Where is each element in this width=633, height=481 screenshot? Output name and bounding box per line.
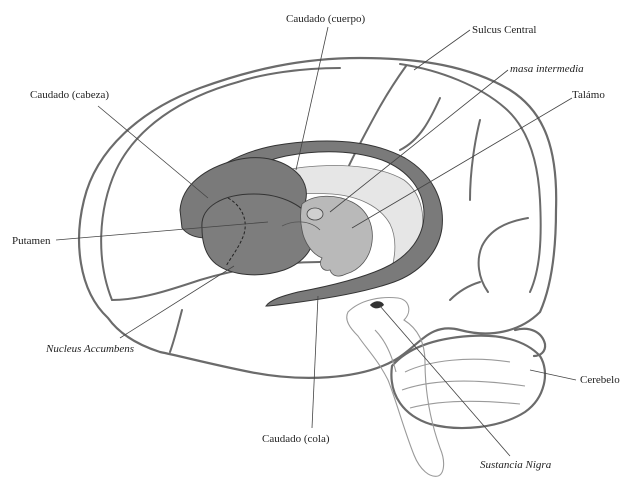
label-putamen: Putamen — [12, 235, 51, 247]
putamen-shape — [202, 194, 315, 275]
label-caudado-cabeza: Caudado (cabeza) — [30, 89, 109, 101]
label-sustancia-nigra: Sustancia Nigra — [480, 459, 552, 471]
label-masa-intermedia: masa intermedia — [510, 63, 584, 75]
label-cerebelo: Cerebelo — [580, 374, 620, 386]
thalamus-shape — [301, 196, 373, 276]
masa-intermedia-shape — [307, 208, 323, 220]
substantia-nigra-mark — [370, 301, 384, 308]
cerebellum — [391, 329, 545, 428]
label-caudado-cuerpo: Caudado (cuerpo) — [286, 13, 365, 25]
brainstem — [347, 298, 444, 477]
label-talamo: Talámo — [572, 89, 605, 101]
label-caudado-cola: Caudado (cola) — [262, 433, 330, 445]
label-sulcus-central: Sulcus Central — [472, 24, 536, 36]
label-nucleus-accumbens: Nucleus Accumbens — [45, 343, 134, 355]
